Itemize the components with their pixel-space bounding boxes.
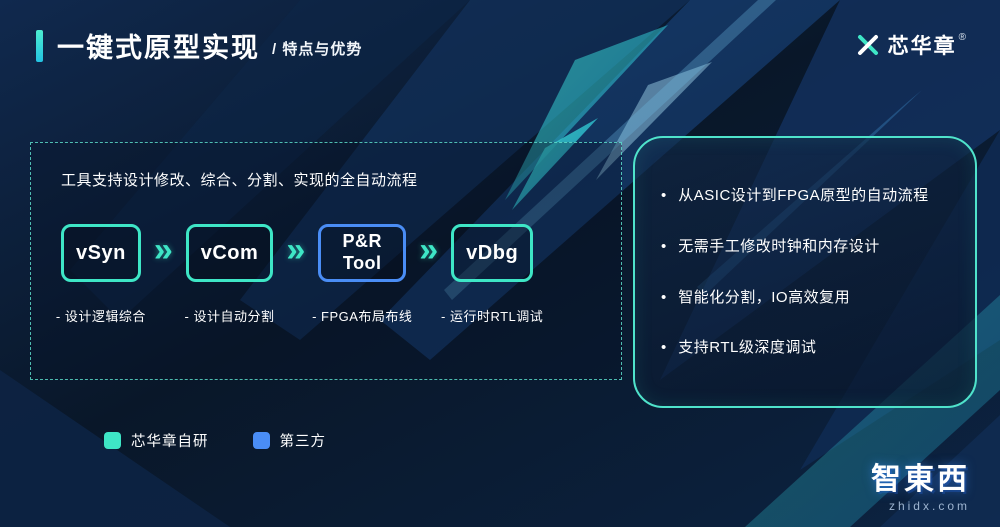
flow-node-vsyn: vSyn [61,224,141,282]
flow-node-vdbg-label: vDbg [466,241,519,264]
flow-desc-vcom: - 设计自动分割 [184,309,275,324]
flow-row: vSyn - 设计逻辑综合 » vCom - 设计自动分割 » P&R Tool… [56,224,597,324]
legend-swatch-self-developed [104,432,121,449]
zhidx-watermark: 智東西 zhidx.com [871,454,970,513]
page-subtitle: / 特点与优势 [272,41,363,58]
title-accent-bar [36,29,43,62]
features-panel: • 从ASIC设计到FPGA原型的自动流程 • 无需手工修改时钟和内存设计 • … [633,136,977,408]
feature-item: • 智能化分割，IO高效复用 [661,287,949,309]
flow-caption: 工具支持设计修改、综合、分割、实现的全自动流程 [61,172,418,189]
brand-logo: 芯华章 ® [856,30,966,60]
flow-desc-vsyn: - 设计逻辑综合 [55,309,146,324]
flow-node-pr-tool-label: P&R Tool [342,231,382,273]
flow-step-pr-tool: P&R Tool - FPGA布局布线 [312,224,412,324]
flow-step-vdbg: vDbg - 运行时RTL调试 [441,224,543,324]
feature-text: 智能化分割，IO高效复用 [678,288,851,306]
legend-label-third-party: 第三方 [279,434,326,450]
bullet-icon: • [661,187,667,204]
bullet-icon: • [661,339,667,357]
feature-item: • 无需手工修改时钟和内存设计 [661,236,949,258]
header: 一键式原型实现 / 特点与优势 [36,26,362,65]
legend: 芯华章自研 第三方 [104,430,326,451]
flow-desc-vdbg: - 运行时RTL调试 [441,309,544,324]
chevron-right-icon: » [153,231,173,269]
flow-desc-pr-tool: - FPGA布局布线 [312,309,413,324]
feature-item: • 支持RTL级深度调试 [661,337,949,359]
flow-step-vcom: vCom - 设计自动分割 [185,224,274,324]
flow-node-vsyn-label: vSyn [76,241,126,264]
feature-text: 支持RTL级深度调试 [678,339,817,357]
brand-name: 芯华章 [887,35,957,58]
feature-text: 无需手工修改时钟和内存设计 [678,237,880,255]
bullet-icon: • [661,288,667,306]
flow-node-vcom-label: vCom [200,241,259,264]
flow-node-vdbg: vDbg [451,224,534,282]
legend-swatch-third-party [252,432,270,449]
flow-node-vcom: vCom [185,224,274,282]
bullet-icon: • [661,237,667,255]
flow-panel: 工具支持设计修改、综合、分割、实现的全自动流程 vSyn - 设计逻辑综合 » … [30,142,622,380]
flow-node-pr-tool: P&R Tool [318,224,407,282]
watermark-url: zhidx.com [888,499,970,513]
chevron-right-icon: » [419,231,439,269]
page-title: 一键式原型实现 [57,33,260,63]
brand-registered-mark: ® [958,32,966,43]
brand-x-icon [857,35,878,55]
flow-step-vsyn: vSyn - 设计逻辑综合 [56,224,145,324]
watermark-brand: 智東西 [871,463,970,496]
feature-item: • 从ASIC设计到FPGA原型的自动流程 [661,185,949,207]
feature-text: 从ASIC设计到FPGA原型的自动流程 [678,187,929,204]
legend-label-self-developed: 芯华章自研 [131,434,209,450]
chevron-right-icon: » [286,231,306,269]
